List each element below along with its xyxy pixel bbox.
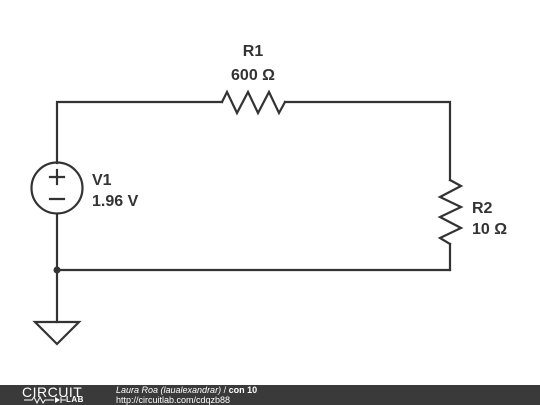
r1-name-label: R1 xyxy=(243,43,264,60)
circuitlab-logo[interactable]: CIRCUIT LAB xyxy=(22,384,94,405)
r1-value-label: 600 Ω xyxy=(231,67,275,84)
logo-sub-word: LAB xyxy=(66,395,84,404)
logo-wordmark: CIRCUIT xyxy=(22,384,83,400)
schematic-canvas: R1 600 Ω V1 1.96 V R2 10 Ω xyxy=(30,43,507,346)
wire-top-right xyxy=(283,100,452,182)
circuit-url-link[interactable]: http://circuitlab.com/cdqzb88 xyxy=(116,395,231,405)
voltage-source-v1-symbol[interactable] xyxy=(30,161,84,215)
v1-name-label: V1 xyxy=(92,172,112,189)
author-name[interactable]: Laura Roa (laualexandrar) xyxy=(116,385,222,395)
wire-top-left xyxy=(55,100,224,165)
v1-value-label: 1.96 V xyxy=(92,193,139,210)
r2-name-label: R2 xyxy=(472,200,493,217)
circuit-title[interactable]: con 10 xyxy=(228,385,258,395)
credit-separator: / xyxy=(223,385,227,395)
resistor-r2-symbol[interactable] xyxy=(437,178,464,246)
resistor-r1-symbol[interactable] xyxy=(220,89,287,116)
logo-resistor-icon xyxy=(24,396,66,404)
ground-symbol[interactable] xyxy=(32,320,82,346)
footer-credit-line: Laura Roa (laualexandrar) / con 10 xyxy=(116,385,257,395)
footer-bar: CIRCUIT LAB Laura Roa (laualexandrar) / … xyxy=(0,384,540,405)
r2-value-label: 10 Ω xyxy=(472,221,507,238)
junction-dot xyxy=(53,266,61,274)
